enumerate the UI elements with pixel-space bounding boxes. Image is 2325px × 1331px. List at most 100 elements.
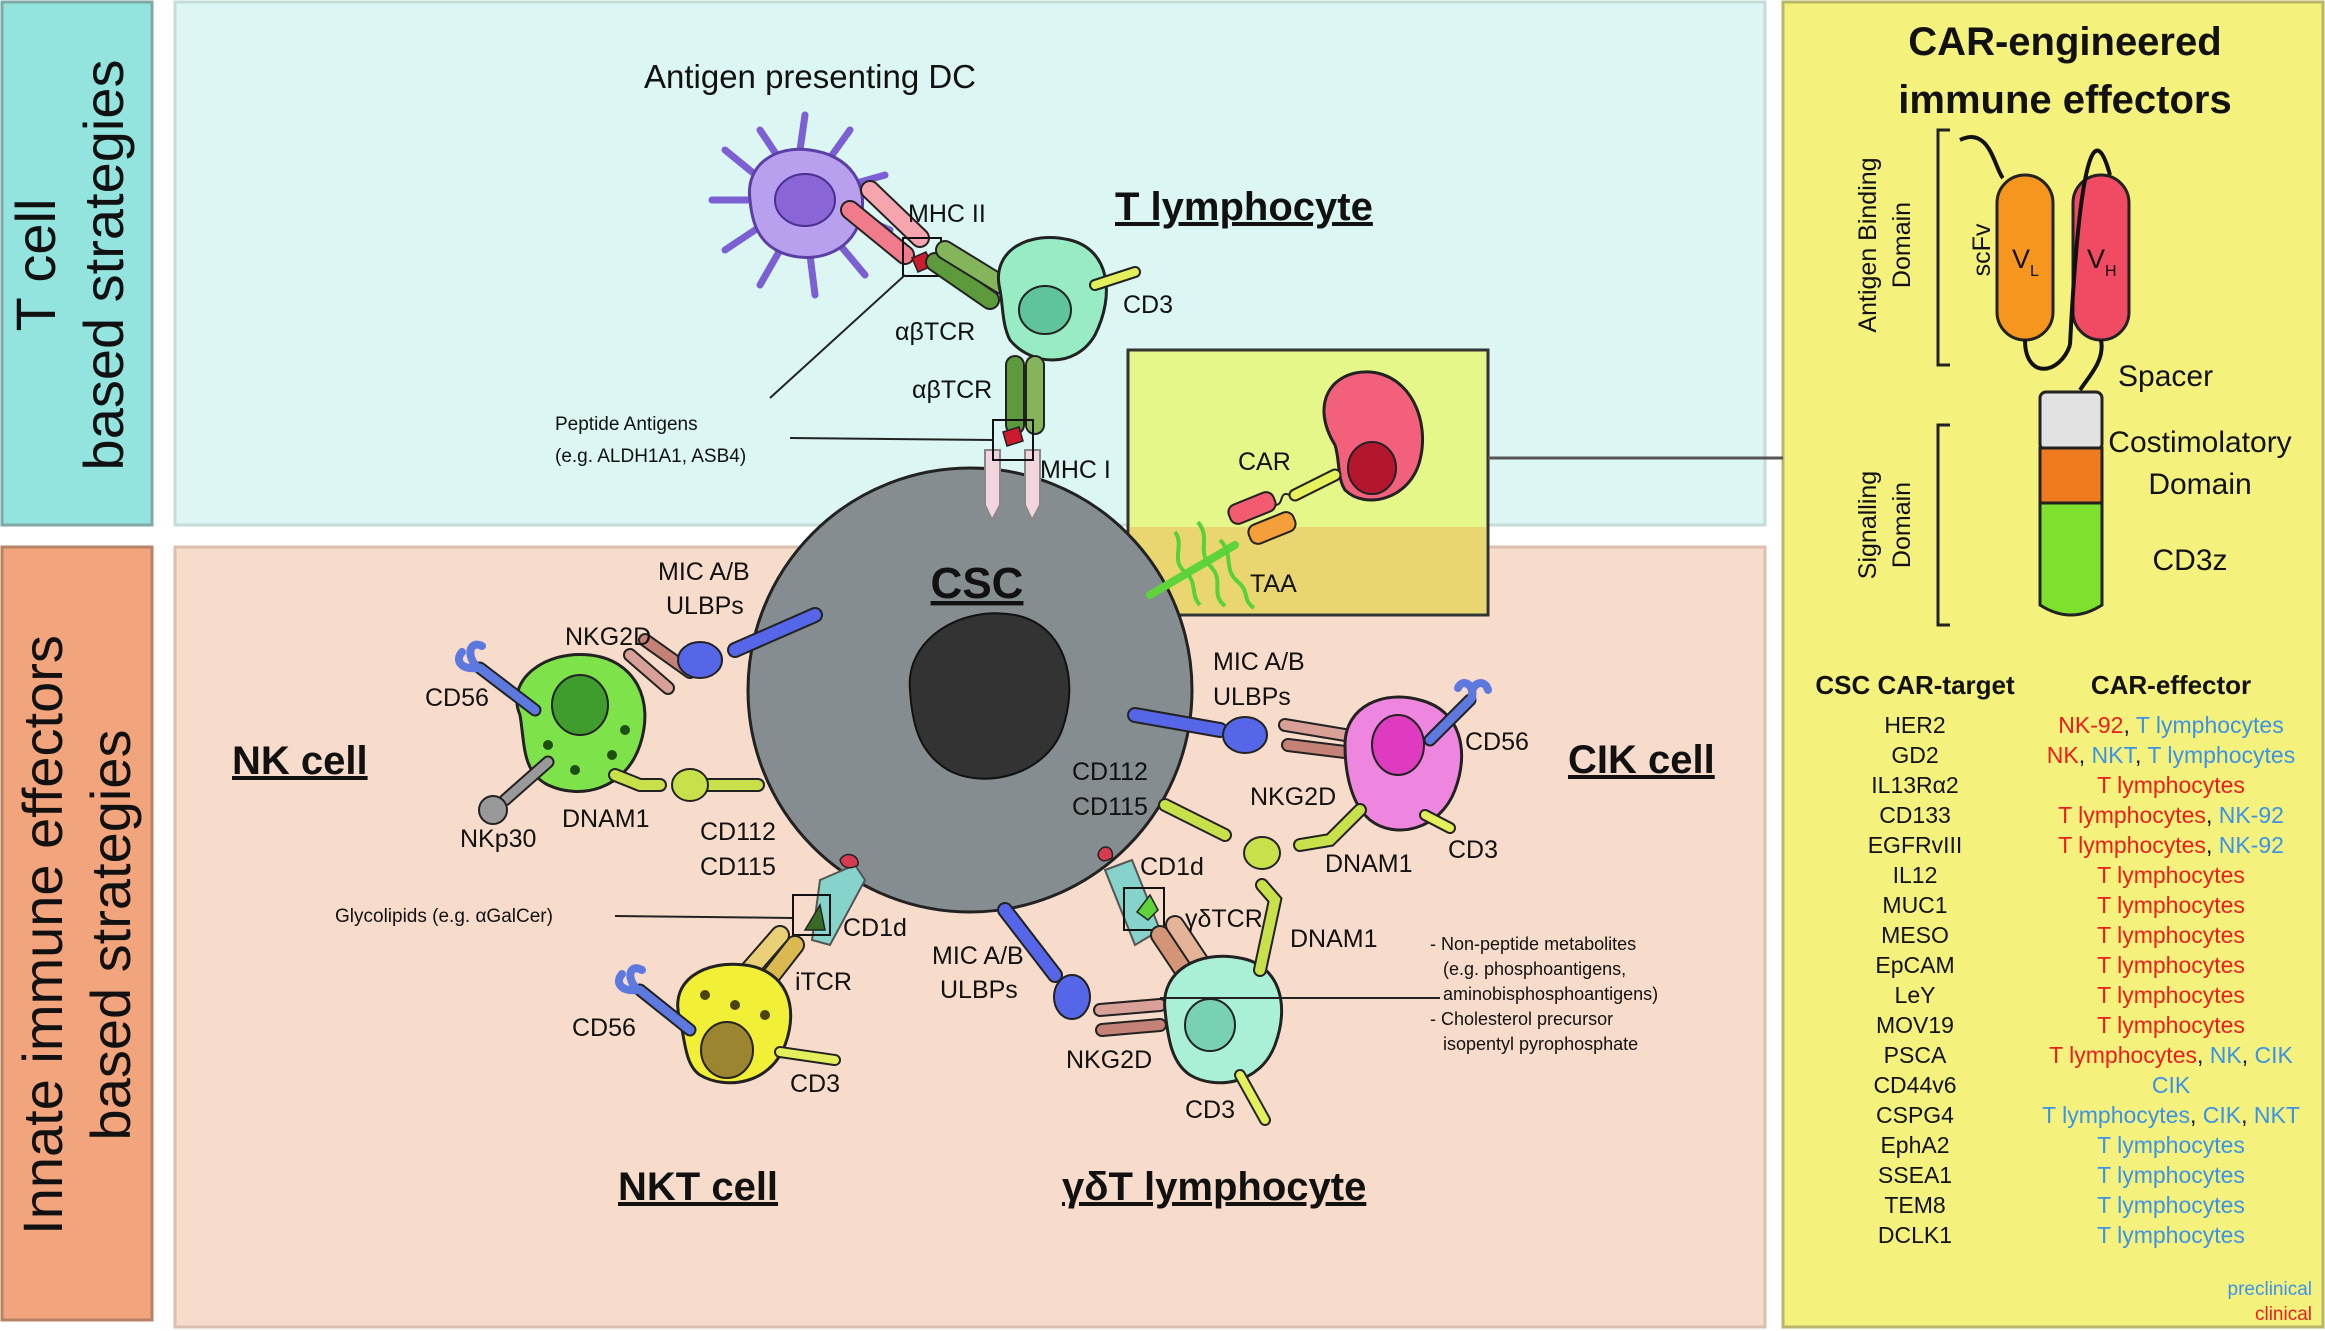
abd-label-1: Antigen Binding — [1854, 157, 1882, 332]
peptide-antigen-mhc1 — [1002, 426, 1024, 447]
peptide-pointer-2 — [789, 437, 994, 441]
nk-cd56-receptor — [455, 640, 542, 717]
car-effector-segment: T lymphocytes — [2097, 1132, 2245, 1158]
car-target-cell: GD2 — [1891, 742, 1938, 768]
car-effector-cell-text: T lymphocytes — [2097, 922, 2245, 948]
peptide-pointer-1 — [769, 274, 906, 399]
car-target-cell: EGFRvIII — [1868, 832, 1963, 858]
nkt-cd56-label: CD56 — [572, 1014, 636, 1042]
car-effector-segment: T lymphocytes — [2097, 1222, 2245, 1248]
nk-nkg2d-label: NKG2D — [565, 623, 651, 651]
car-signalling-structure — [2038, 390, 2104, 617]
cik-cd56-receptor — [1423, 679, 1492, 747]
car-effector-segment: , — [2079, 742, 2092, 768]
car-effector-segment: T lymphocytes — [2097, 892, 2245, 918]
scfv-label: scFv — [1968, 223, 1996, 276]
gd-mic-label-1: MIC A/B — [932, 942, 1024, 970]
car-effector-cell-text: NK-92, T lymphocytes — [2058, 712, 2283, 738]
car-target-cell: SSEA1 — [1878, 1162, 1952, 1188]
car-effector-segment: NK — [2210, 1042, 2243, 1068]
innate-side-label-1: Innate immune effectors — [11, 635, 74, 1235]
cd3z-label: CD3z — [2152, 544, 2227, 577]
car-effector-segment: NK-92 — [2058, 712, 2123, 738]
gd-dnam1-receptor — [1253, 878, 1283, 977]
car-label: CAR — [1238, 448, 1291, 476]
t-lymphocyte-title: T lymphocyte — [1115, 185, 1373, 229]
car-effector-segment: , — [2197, 1042, 2210, 1068]
abd-label-2: Domain — [1888, 202, 1916, 288]
car-target-cell: IL13Rα2 — [1871, 772, 1958, 798]
nk-cd112-ligand — [671, 768, 765, 802]
car-title-2: immune effectors — [1898, 78, 2231, 122]
car-target-cell: IL12 — [1893, 862, 1938, 888]
car-effector-cell-text: T lymphocytes — [2097, 862, 2245, 888]
nkt-cell-title: NKT cell — [618, 1165, 778, 1209]
abtcr-label-1: αβTCR — [895, 318, 975, 346]
car-effector-segment: NK-92 — [2219, 832, 2284, 858]
car-target-cell: EphA2 — [1880, 1132, 1949, 1158]
car-effector-segment: , — [2135, 742, 2147, 768]
tcell-side-label-2: based strategies — [72, 60, 135, 471]
sig-label-2: Domain — [1888, 482, 1916, 568]
nkt-cd3-label: CD3 — [790, 1070, 840, 1098]
gd-note-3: aminobisphosphoantigens) — [1443, 984, 1658, 1004]
gd-highlight-box — [1123, 887, 1165, 931]
cik-cd3-label: CD3 — [1448, 836, 1498, 864]
car-effector-cell-text: NK, NKT, T lymphocytes — [2047, 742, 2295, 768]
cik-dnam1-receptor — [1293, 803, 1367, 852]
nk-nkp30-receptor — [478, 755, 555, 825]
spacer-label: Spacer — [2118, 360, 2213, 393]
csc-nucleus — [908, 612, 1071, 780]
gd-nkg2d-receptor — [1093, 998, 1167, 1037]
innate-side-label-2: based strategies — [79, 730, 142, 1141]
nk-cell-title: NK cell — [232, 739, 368, 783]
car-effector-cell-text: T lymphocytes, CIK, NKT — [2042, 1102, 2300, 1128]
car-effector-cell-text: T lymphocytes, NK-92 — [2058, 802, 2284, 828]
cik-cell-title: CIK cell — [1568, 738, 1715, 782]
cik-nkg2d-receptor — [1278, 718, 1352, 759]
cik-cd112-label: CD112 — [1072, 758, 1148, 786]
tcell-side-label-1: T cell — [4, 199, 67, 332]
t-lymph-cd3-receptor-fill — [1091, 268, 1139, 289]
car-target-cell: DCLK1 — [1878, 1222, 1952, 1248]
car-target-cell: MOV19 — [1876, 1012, 1954, 1038]
nkt-cd3-receptor — [774, 1046, 841, 1066]
car-effector-segment: T lymphocytes — [2097, 952, 2245, 978]
car-effector-cell-text: T lymphocytes — [2097, 1012, 2245, 1038]
cik-nkg2d-label: NKG2D — [1250, 783, 1336, 811]
cik-mic-ligand — [1127, 707, 1268, 754]
car-effector-segment: T lymphocytes — [2097, 922, 2245, 948]
car-effector-cell-text: T lymphocytes, NK, CIK — [2049, 1042, 2293, 1068]
vh-label: VH — [2087, 244, 2117, 280]
nkt-cd56-receptor — [615, 964, 697, 1037]
gd-note-1: - Non-peptide metabolites — [1430, 934, 1636, 954]
nk-mic-label-1: MIC A/B — [658, 558, 750, 586]
car-target-cell: TEM8 — [1884, 1192, 1945, 1218]
car-effector-segment: , — [2241, 1102, 2254, 1128]
car-effector-segment: T lymphocytes — [2147, 742, 2295, 768]
car-effector-segment: , — [2123, 712, 2135, 738]
car-effector-cell — [1322, 370, 1425, 502]
nkt-cd1d-label: CD1d — [843, 914, 907, 942]
car-effector-segment: , — [2242, 1042, 2255, 1068]
nk-dnam1-receptor — [608, 768, 667, 792]
car-target-cell: CD133 — [1879, 802, 1951, 828]
mhc-ii — [840, 180, 930, 265]
vl-label: VL — [2012, 244, 2039, 280]
gd-mic-label-2: ULBPs — [940, 976, 1018, 1004]
glycolipids-label: Glycolipids (e.g. αGalCer) — [335, 906, 553, 927]
tcell-tab — [0, 0, 154, 527]
ab-tcr-1 — [925, 240, 1012, 310]
car-effector-cell-text: T lymphocytes — [2097, 1132, 2245, 1158]
t-lymph-cd3-label: CD3 — [1123, 291, 1173, 319]
car-effector-segment: NK-92 — [2219, 802, 2284, 828]
car-effector-segment: CIK — [2203, 1102, 2242, 1128]
car-effector-segment: T lymphocytes — [2097, 1162, 2245, 1188]
cik-cd115-label: CD115 — [1072, 793, 1148, 821]
car-effector-segment: , — [2206, 802, 2219, 828]
nkt-cell — [676, 962, 793, 1085]
nkt-itcr-label: iTCR — [795, 968, 852, 996]
car-effector-cell-text: T lymphocytes — [2097, 982, 2245, 1008]
car-target-cell: LeY — [1895, 982, 1936, 1008]
gd-cd3-receptor — [1234, 1069, 1271, 1126]
